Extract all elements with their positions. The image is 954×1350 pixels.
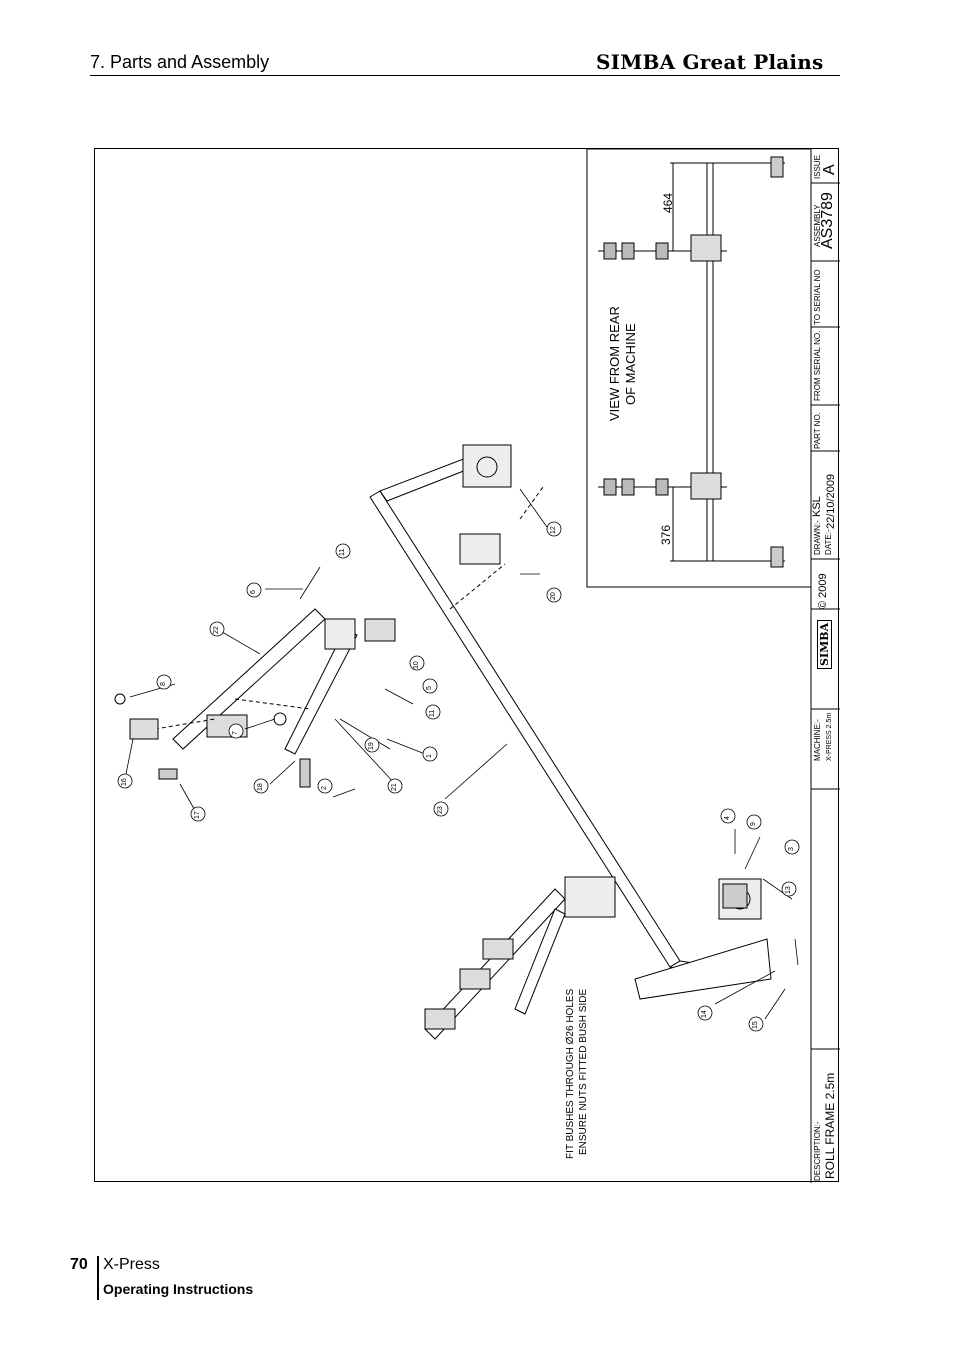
- callout-12: 12: [550, 526, 557, 534]
- tb-drawn-value: KSL: [811, 496, 823, 517]
- pivot-arm-assembly: [114, 608, 396, 788]
- callout-22: 22: [213, 626, 220, 634]
- assembly-note-2: ENSURE NUTS FITTED BUSH SIDE: [578, 988, 589, 1155]
- callout-10: 10: [413, 661, 420, 669]
- callout-11a: 11: [429, 709, 436, 717]
- assembly-note-1: FIT BUSHES THROUGH Ø26 HOLES: [565, 988, 576, 1159]
- tb-to-serial-label: TO SERIAL NO: [813, 269, 822, 325]
- callout-8: 8: [160, 682, 167, 686]
- callout-23: 23: [437, 806, 444, 814]
- callout-20: 20: [550, 592, 557, 600]
- leader-lines: [124, 488, 799, 1020]
- callout-4: 4: [724, 816, 731, 820]
- main-frame-beam: [369, 444, 772, 1000]
- simba-logo: SIMBA: [817, 619, 832, 669]
- inset-view-label-2: OF MACHINE: [623, 323, 638, 405]
- dimension-bottom: 376: [659, 524, 673, 545]
- brand-logo-text: SIMBA Great Plains: [596, 50, 824, 74]
- footer-divider: [97, 1256, 99, 1300]
- callout-6: 6: [250, 590, 257, 594]
- tb-part-no-label: PART NO.: [813, 412, 822, 449]
- tb-date-value: 22/10/2009: [825, 473, 837, 529]
- tb-assembly-value: AS3789: [819, 192, 836, 249]
- callout-19: 19: [368, 742, 375, 750]
- technical-drawing: VIEW FROM REAR OF MACHINE 464 376 FIT BU…: [94, 148, 840, 1183]
- page-number: 70: [70, 1256, 88, 1273]
- callout-21: 21: [391, 783, 398, 791]
- tb-drawn-label: DRAWN:-: [813, 520, 822, 555]
- tb-copyright: © 2009: [817, 573, 829, 609]
- tb-issue-value: A: [821, 164, 838, 175]
- bracket-part: [459, 533, 501, 565]
- section-title: 7. Parts and Assembly: [90, 52, 270, 72]
- callout-13: 13: [785, 886, 792, 894]
- callout-17: 17: [194, 811, 201, 819]
- callout-11b: 11: [339, 548, 346, 556]
- callout-18: 18: [257, 783, 264, 791]
- tb-machine-label: MACHINE:-: [813, 719, 822, 761]
- callout-circles: [117, 521, 800, 1032]
- tb-from-serial-label: FROM SERIAL NO.: [813, 330, 822, 401]
- lower-arm-assembly: [424, 876, 748, 1040]
- callout-5: 5: [426, 686, 433, 690]
- header-rule: [90, 75, 840, 76]
- inset-view-label-1: VIEW FROM REAR: [607, 306, 622, 421]
- title-block: [810, 149, 840, 1183]
- callout-7: 7: [232, 731, 239, 735]
- tb-date-label: DATE:-: [824, 529, 833, 555]
- callout-16: 16: [121, 778, 128, 786]
- drawing-svg: [114, 149, 840, 1183]
- footer-product: X-Press: [103, 1256, 160, 1273]
- tb-machine-value: X-PRESS 2.5m: [826, 712, 833, 761]
- rear-view-schematic: [598, 156, 785, 568]
- callout-9: 9: [750, 822, 757, 826]
- callout-14: 14: [701, 1010, 708, 1018]
- callout-1: 1: [426, 754, 433, 758]
- callout-3: 3: [788, 847, 795, 851]
- callout-15: 15: [752, 1021, 759, 1029]
- tb-description-value: ROLL FRAME 2.5m: [823, 1072, 837, 1179]
- callout-2: 2: [321, 786, 328, 790]
- footer-subtitle: Operating Instructions: [103, 1281, 254, 1297]
- dimension-top: 464: [661, 192, 675, 213]
- tb-description-label: DESCRIPTION:-: [813, 1121, 822, 1181]
